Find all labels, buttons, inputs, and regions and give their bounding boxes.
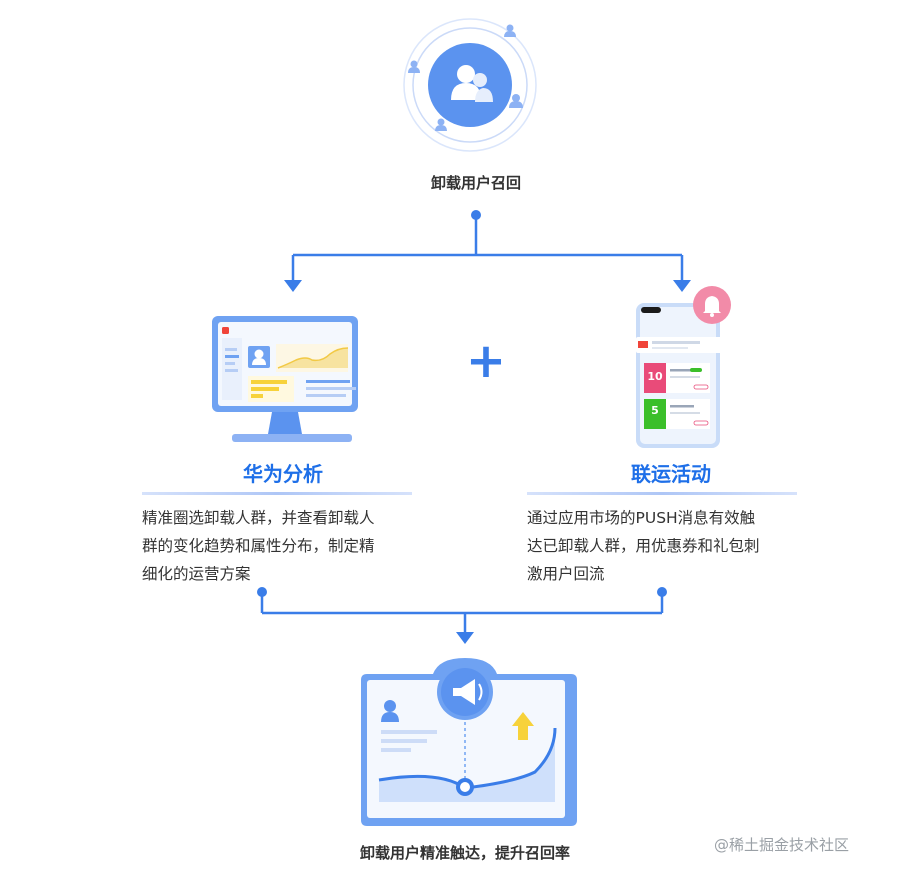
watermark: @稀土掘金技术社区: [714, 834, 849, 855]
arrow-left: [284, 280, 302, 292]
left-desc-line-2: 群的变化趋势和属性分布，制定精: [142, 532, 432, 560]
coupon-value-10: 10: [644, 370, 666, 383]
analytics-monitor-illustration: [210, 314, 360, 446]
left-card-divider: [142, 492, 412, 495]
connector-dot-top: [471, 210, 481, 220]
right-card-divider: [527, 492, 797, 495]
right-desc-line-2: 达已卸载人群，用优惠券和礼包刺: [527, 532, 827, 560]
coupon-value-5: 5: [644, 404, 666, 417]
left-desc-line-3: 细化的运营方案: [142, 560, 432, 588]
uninstalled-users-icon: [395, 10, 545, 160]
right-card-description: 通过应用市场的PUSH消息有效触 达已卸载人群，用优惠券和礼包刺 激用户回流: [527, 504, 827, 588]
connector-dot-left: [257, 587, 267, 597]
right-card-title: 联运活动: [571, 458, 771, 487]
left-desc-line-1: 精准圈选卸载人群，并查看卸载人: [142, 504, 432, 532]
arrow-bottom: [456, 632, 474, 644]
connector-dot-right: [657, 587, 667, 597]
top-label: 卸载用户召回: [376, 172, 576, 193]
left-card-description: 精准圈选卸载人群，并查看卸载人 群的变化趋势和属性分布，制定精 细化的运营方案: [142, 504, 432, 588]
left-card-title: 华为分析: [183, 458, 383, 487]
right-desc-line-3: 激用户回流: [527, 560, 827, 588]
phone-campaign-illustration: [632, 285, 737, 450]
plus-sign: +: [463, 336, 509, 386]
bottom-label: 卸载用户精准触达，提升召回率: [315, 842, 615, 863]
right-desc-line-1: 通过应用市场的PUSH消息有效触: [527, 504, 827, 532]
recall-growth-illustration: [355, 658, 577, 830]
